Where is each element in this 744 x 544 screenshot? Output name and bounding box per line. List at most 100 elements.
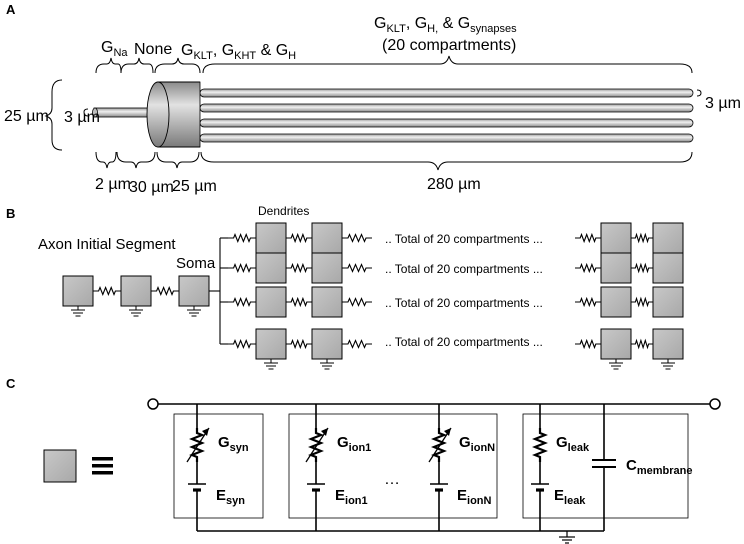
- dendrite-length-label: 280 µm: [427, 176, 481, 193]
- row4-dendrite-19: [600, 328, 632, 360]
- leak-branch-resistor: [532, 428, 548, 462]
- ais-compartment-ground: [71, 306, 85, 317]
- axon-initial-segment-label: Axon Initial Segment: [38, 236, 176, 253]
- total-compartments-row-2: .. Total of 20 compartments ...: [385, 262, 543, 276]
- ion1-branch-battery: [307, 483, 325, 492]
- soma-label: Soma: [176, 255, 216, 272]
- row3-dendrite-1: [255, 286, 287, 318]
- diameter-annotations: 25 µm 3 µm 3 µm: [4, 79, 741, 151]
- region-labels-top: GNa None GKLT, GKHT & GH GKLT, GH, & Gsy…: [101, 15, 517, 62]
- circuit-labels: Gsyn Esyn Gion1 Eion1 … GionN EionN Glea…: [216, 434, 692, 507]
- bottom-braces: [95, 151, 693, 171]
- ais-axon-resistor: [93, 286, 121, 296]
- dendrite-tube-2: [199, 103, 694, 113]
- none-label: None: [134, 41, 172, 58]
- axon-length-label: 30 µm: [129, 179, 174, 196]
- row3-resistor-1: [228, 297, 256, 307]
- row4-dendrite-19-ground: [609, 359, 623, 370]
- ionN-branch-resistor: [431, 428, 447, 462]
- row2-resistor-1: [228, 263, 256, 273]
- row4-resistor-2: [286, 338, 312, 350]
- axon-diameter-label: 3 µm: [64, 109, 100, 126]
- row1-dendrite-19: [600, 222, 632, 254]
- synapse-branch-arrowhead: [202, 428, 209, 436]
- row1-resistor-5: [631, 232, 653, 244]
- circuit-ground: [559, 531, 575, 544]
- leak-frame: [522, 413, 689, 519]
- row3-resistor-4: [575, 296, 601, 308]
- row2-resistor-2: [286, 262, 312, 274]
- neuron-cylinder-model: [92, 81, 694, 148]
- soma-channels-label: GKLT, GKHT & GH: [181, 42, 296, 62]
- synapse-branch-battery: [188, 483, 206, 492]
- gna-label: GNa: [101, 39, 128, 59]
- g-syn-label: Gsyn: [218, 434, 249, 454]
- panel-a-label: A: [6, 2, 16, 17]
- row4-dendrite-20: [652, 328, 684, 360]
- total-compartments-texts: .. Total of 20 compartments ... .. Total…: [385, 232, 543, 349]
- row4-dendrite-2: [311, 328, 343, 360]
- row2-dendrite-1: [255, 252, 287, 284]
- dendrite-channels-label: GKLT, GH, & Gsynapses: [374, 15, 517, 35]
- ion1-branch-arrowhead: [321, 428, 328, 436]
- dendrite-tube-3: [199, 118, 694, 128]
- row4-resistor-4: [575, 338, 601, 350]
- ionN-branch: [428, 404, 452, 531]
- synapse-branch-resistor: [189, 428, 205, 462]
- ais-length-label: 2 µm: [95, 176, 131, 193]
- dendrites-label: Dendrites: [258, 204, 309, 218]
- synapse-frame: [173, 413, 264, 519]
- row1-resistor-4: [575, 232, 601, 244]
- dendrite-count-label: (20 compartments): [382, 37, 516, 54]
- row3-dendrite-20: [652, 286, 684, 318]
- row4-dendrite-1: [255, 328, 287, 360]
- panel-c-label: C: [6, 376, 16, 391]
- circuit-rails: [157, 403, 711, 532]
- g-ion1-label: Gion1: [337, 434, 371, 454]
- soma-diameter-label: 25 µm: [4, 108, 49, 125]
- row2-dendrite-2: [311, 252, 343, 284]
- output-terminal: [709, 398, 721, 410]
- dendrite-tube-1: [199, 88, 694, 98]
- row2-resistor-3: [342, 263, 372, 273]
- row2-dendrite-19: [600, 252, 632, 284]
- row4-resistor-3: [342, 339, 372, 349]
- length-annotations: 2 µm 30 µm 25 µm 280 µm: [95, 176, 481, 196]
- input-terminal: [147, 398, 159, 410]
- circuit-frames: [173, 413, 689, 519]
- soma-compartment: [178, 275, 210, 307]
- e-syn-label: Esyn: [216, 487, 245, 507]
- compartment-network: [62, 222, 684, 370]
- row3-resistor-5: [631, 296, 653, 308]
- soma-compartment-ground: [187, 306, 201, 317]
- total-compartments-row-3: .. Total of 20 compartments ...: [385, 296, 543, 310]
- row1-resistor-3: [342, 233, 372, 243]
- soma-cylinder-face: [146, 81, 170, 148]
- row1-dendrite-1: [255, 222, 287, 254]
- dendrite-diameter-label: 3 µm: [705, 95, 741, 112]
- leak-branch: [531, 404, 549, 531]
- top-braces: [95, 55, 693, 74]
- row1-resistor-2: [286, 232, 312, 244]
- row2-resistor-4: [575, 262, 601, 274]
- row2-dendrite-20: [652, 252, 684, 284]
- row3-resistor-2: [286, 296, 312, 308]
- leak-branch-battery: [531, 483, 549, 492]
- row2-resistor-5: [631, 262, 653, 274]
- e-ion1-label: Eion1: [335, 487, 368, 507]
- ionN-branch-battery: [430, 483, 448, 492]
- channels-ellipsis: …: [384, 471, 400, 488]
- axon-tip: [92, 107, 98, 118]
- row1-dendrite-2: [311, 222, 343, 254]
- total-compartments-row-1: .. Total of 20 compartments ...: [385, 232, 543, 246]
- capacitor-branch: [592, 404, 616, 531]
- ais-compartment: [62, 275, 94, 307]
- row4-dendrite-2-ground: [320, 359, 334, 370]
- e-ionN-label: EionN: [457, 487, 492, 507]
- row4-dendrite-1-ground: [264, 359, 278, 370]
- g-ionN-label: GionN: [459, 434, 495, 454]
- axon-compartment-ground: [129, 306, 143, 317]
- row4-dendrite-20-ground: [661, 359, 675, 370]
- g-leak-label: Gleak: [556, 434, 590, 454]
